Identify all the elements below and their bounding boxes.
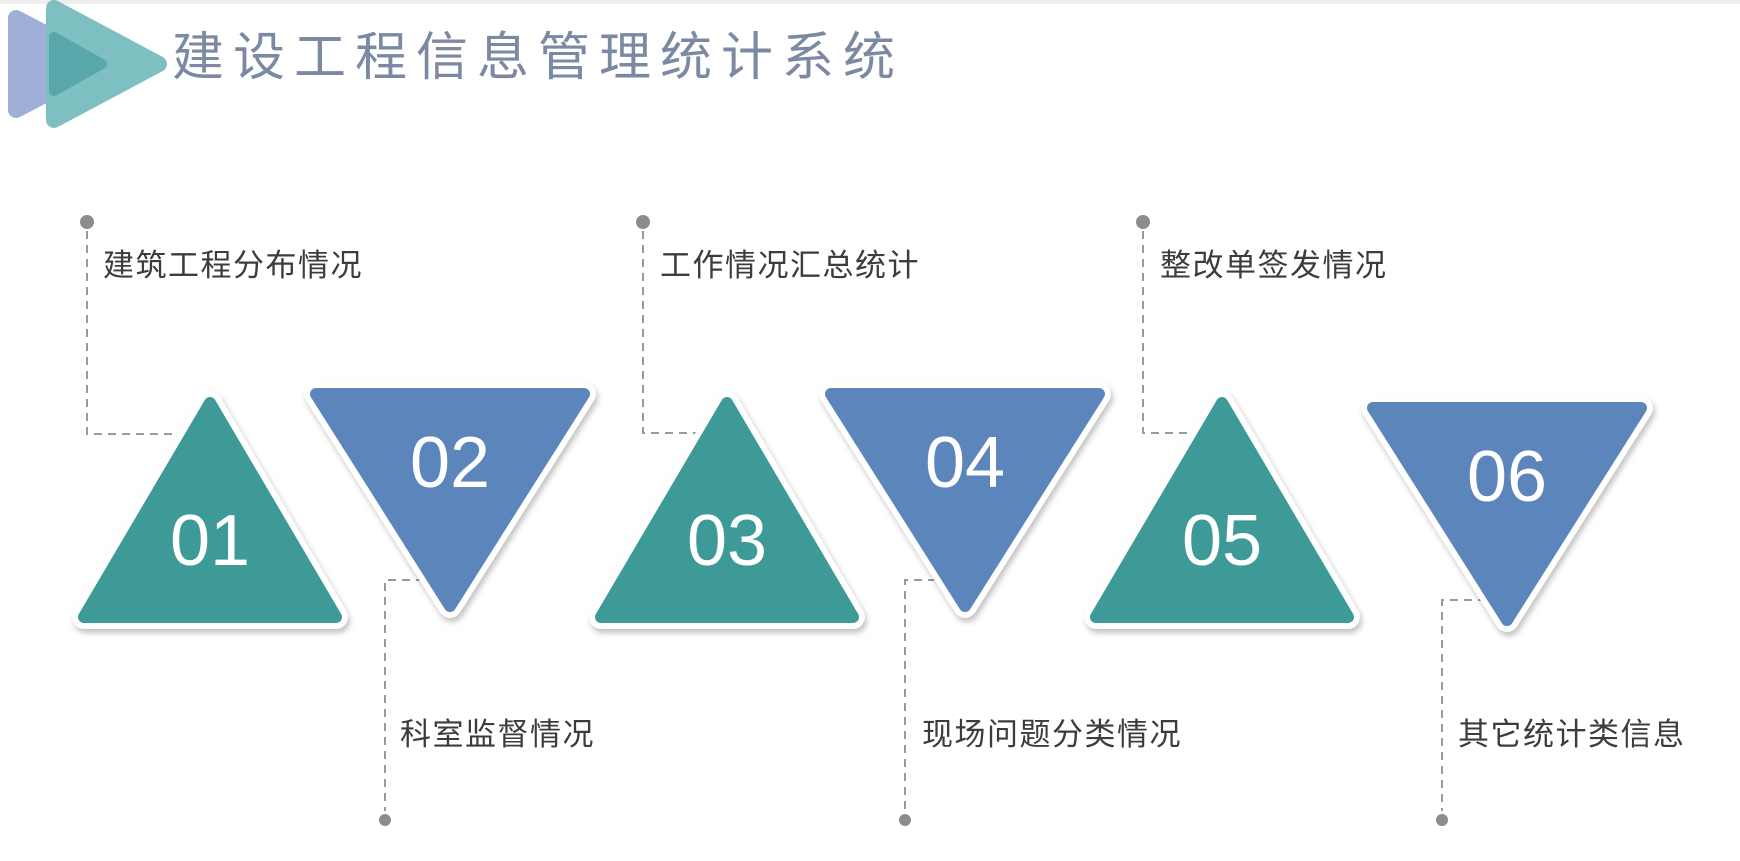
- step-item-03: 03: [587, 385, 867, 635]
- step-item-05: 05: [1082, 385, 1362, 635]
- logo-shape: [8, 0, 167, 128]
- slide-top-edge: [0, 0, 1740, 4]
- step-label-04: 现场问题分类情况: [922, 717, 1182, 752]
- connector-item-1: [80, 215, 193, 435]
- step-number: 04: [924, 423, 1006, 503]
- step-label-05: 整改单签发情况: [1160, 248, 1388, 283]
- connector-item-3: [636, 215, 705, 434]
- step-number: 03: [686, 501, 768, 581]
- step-number: 02: [409, 423, 491, 503]
- step-label-01: 建筑工程分布情况: [103, 248, 363, 283]
- triangle-up-shape: [72, 391, 348, 629]
- step-number: 06: [1466, 437, 1548, 517]
- step-item-04: 04: [815, 378, 1115, 628]
- step-item-01: 01: [70, 385, 350, 635]
- step-label-03: 工作情况汇总统计: [660, 248, 920, 283]
- triangle-down-shape: [1361, 396, 1653, 632]
- triangle-down-shape: [304, 382, 596, 618]
- page-title: 建设工程信息管理统计系统: [172, 29, 905, 87]
- step-number: 01: [169, 501, 251, 581]
- step-item-06: 06: [1357, 392, 1657, 642]
- play-triangles-logo-icon: [4, 0, 174, 132]
- connector-item-6: [1436, 599, 1486, 826]
- step-label-06: 其它统计类信息: [1458, 717, 1686, 752]
- triangle-up-shape: [1084, 391, 1360, 629]
- step-label-02: 科室监督情况: [400, 717, 595, 752]
- triangle-up-shape: [589, 391, 865, 629]
- step-item-02: 02: [300, 378, 600, 628]
- triangle-down-shape: [819, 382, 1111, 618]
- step-number: 05: [1181, 501, 1263, 581]
- connector-item-5: [1136, 215, 1203, 434]
